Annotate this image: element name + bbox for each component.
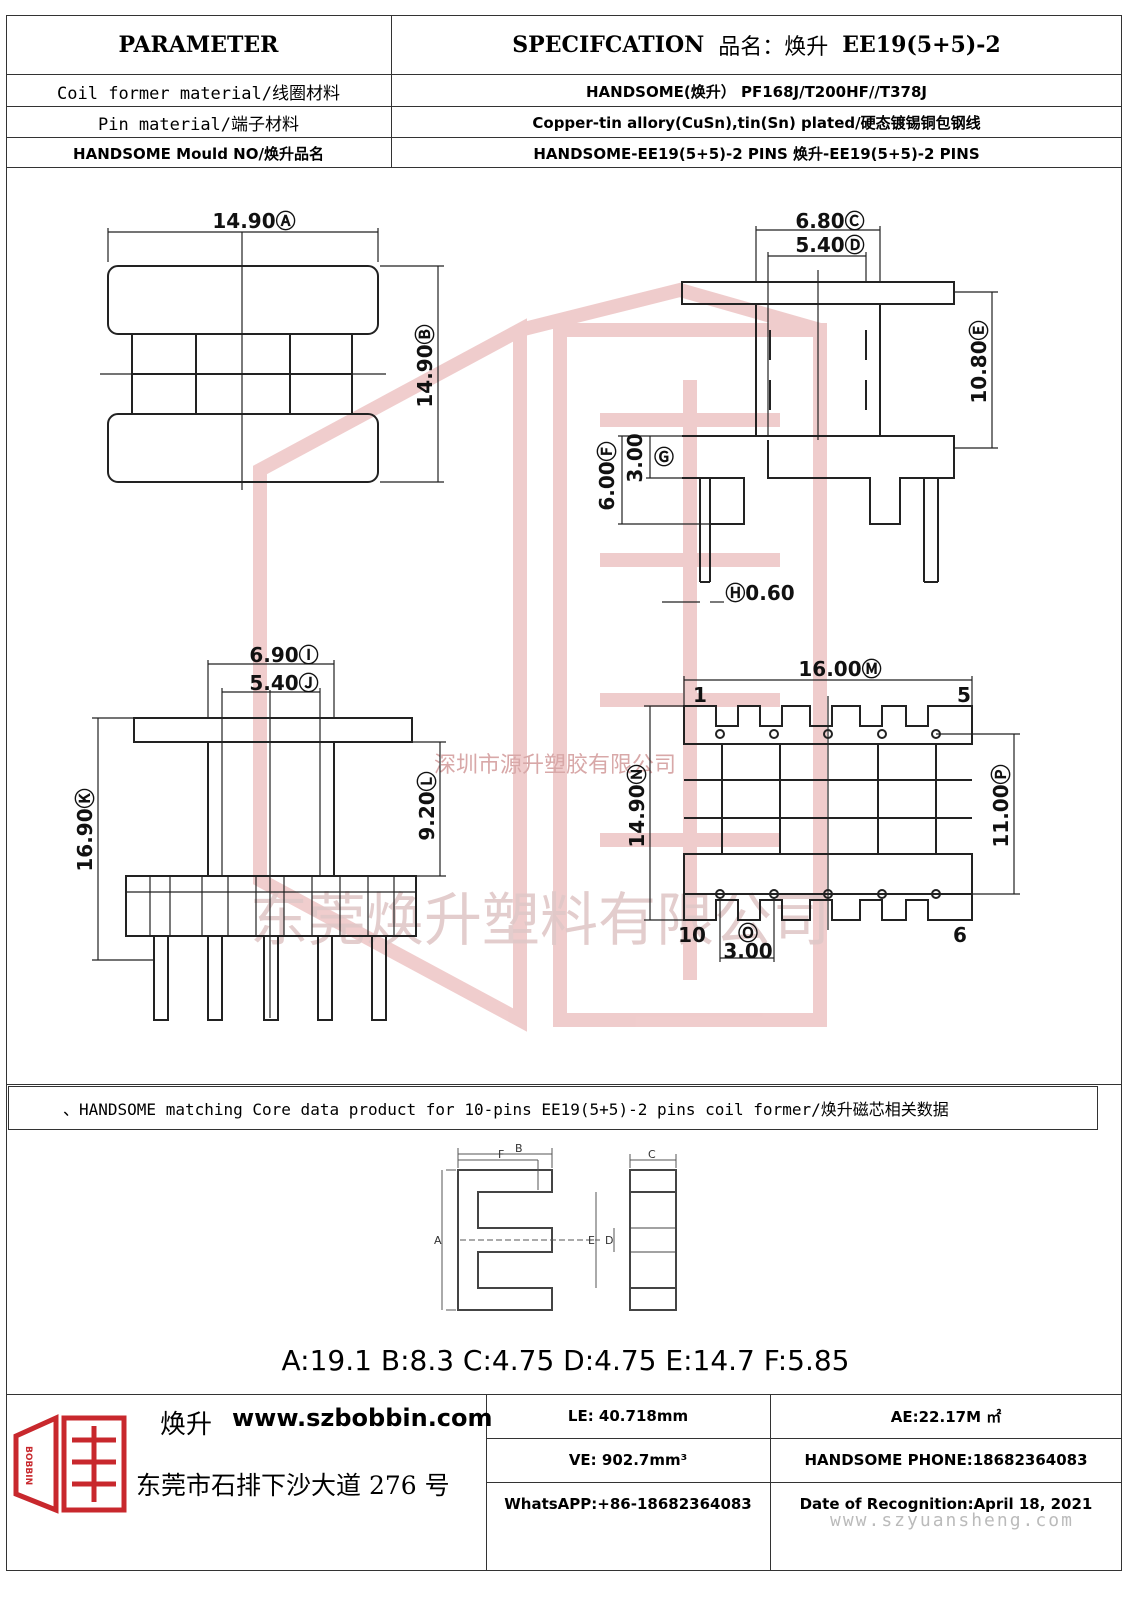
dim-g-marker: Ⓖ [654,445,674,469]
core-label-d: D [605,1234,613,1247]
core-drawing: B F A C E D [434,1142,677,1311]
company-logo: BOBBIN [13,1414,127,1514]
dim-j-label: 5.40Ⓙ [249,671,318,695]
e-core-shape [457,1169,553,1311]
pin-6-label: 6 [953,923,967,947]
dim-i-label: 6.90Ⓘ [249,643,318,667]
pin-1-label: 1 [693,683,707,707]
core-dimensions: A:19.1 B:8.3 C:4.75 D:4.75 E:14.7 F:5.85 [281,1344,850,1377]
company-website[interactable]: www.szbobbin.com [232,1404,493,1432]
company-short-name: 焕升 [160,1410,213,1440]
row-coil-material [6,75,1122,107]
dim-p-label: 11.00Ⓟ [989,764,1013,847]
core-label-b: B [515,1142,523,1155]
dim-n-label: 14.90Ⓝ [625,764,649,847]
mould-no-value: HANDSOME-EE19(5+5)-2 PINS 焕升-EE19(5+5)-2… [533,144,980,163]
side-view [618,226,998,603]
core-label-e: E [588,1234,595,1247]
pin-material-label: Pin material/端子材料 [97,115,300,135]
core-section-title: 、HANDSOME matching Core data product for… [8,1086,1098,1130]
dim-d-label: 5.40Ⓓ [795,233,864,257]
corner-watermark-url: www.szyuansheng.com [830,1510,1074,1531]
footer-row-line-1 [486,1438,1122,1439]
top-view [100,228,444,490]
footer-row-line-2 [486,1482,1122,1483]
footer-top-line [6,1394,1122,1395]
spec-sheet-frame [6,15,1122,1571]
dim-c-label: 6.80Ⓒ [795,209,864,233]
dim-e-label: 10.80Ⓔ [967,320,991,403]
coil-material-value: HANDSOME(焕升） PF168J/T200HF//T378J [585,82,927,101]
row-pin-material [6,107,1122,138]
coil-former-drawing: 深圳市源升塑胶有限公司 东莞焕升塑料有限公司 [73,209,1020,1032]
front-view [92,660,446,1021]
whatsapp-value: WhatsAPP:+86-18682364083 [504,1495,752,1513]
dim-b-label: 14.90Ⓑ [413,324,437,407]
dim-g-label: 3.00 [623,433,647,482]
coil-material-label: Coil former material/线圈材料 [57,83,340,104]
dim-m-label: 16.00Ⓜ [798,657,881,681]
mould-no-label: HANDSOME Mould NO/焕升品名 [73,144,324,163]
specification-label: SPECIFCATION [512,32,705,58]
pin-10-label: 10 [678,923,706,947]
dim-k-label: 16.90Ⓚ [73,788,97,871]
core-section-top-line [6,1084,1122,1085]
core-label-c: C [648,1148,656,1161]
parameter-heading: PARAMETER [118,32,279,58]
pin-material-value: Copper-tin allory(CuSn),tin(Sn) plated/硬… [532,114,981,132]
specification-heading: SPECIFCATION 品名：焕升 EE19(5+5)-2 [391,15,1122,75]
product-name-label: 品名：焕升 [718,35,829,60]
header-divider [391,15,392,168]
bottom-view [644,676,1020,962]
watermark-logo [253,282,827,1032]
svg-text:BOBBIN: BOBBIN [23,1446,33,1485]
header-row [6,15,1122,75]
date-value: Date of Recognition:April 18, 2021 [799,1495,1093,1513]
dim-o-marker: Ⓞ [738,921,758,945]
watermark-text: 深圳市源升塑胶有限公司 东莞焕升塑料有限公司 [250,753,830,954]
ae-value: AE:22.17M ㎡ [890,1407,1002,1426]
core-label-f: F [498,1148,504,1161]
phone-value: HANDSOME PHONE:18682364083 [804,1451,1088,1469]
core-label-a: A [434,1234,442,1247]
dim-l-label: 9.20Ⓛ [415,771,439,840]
watermark-text-dongguan: 东莞焕升塑料有限公司 [250,886,830,954]
dim-o-label: 3.00 [723,939,772,963]
dim-f-label: 6.00Ⓕ [595,441,619,510]
dim-a-label: 14.90Ⓐ [212,209,295,233]
pin-5-label: 5 [957,683,971,707]
product-code: EE19(5+5)-2 [842,32,1001,58]
ve-value: VE: 902.7mm³ [568,1451,688,1469]
dim-h-label: Ⓗ0.60 [725,581,794,605]
watermark-text-shenzhen: 深圳市源升塑胶有限公司 [434,753,676,778]
company-address: 东莞市石排下沙大道 276 号 [136,1471,450,1500]
row-mould-no [6,138,1122,168]
le-value: LE: 40.718mm [567,1407,689,1425]
e-core-side [629,1169,677,1311]
